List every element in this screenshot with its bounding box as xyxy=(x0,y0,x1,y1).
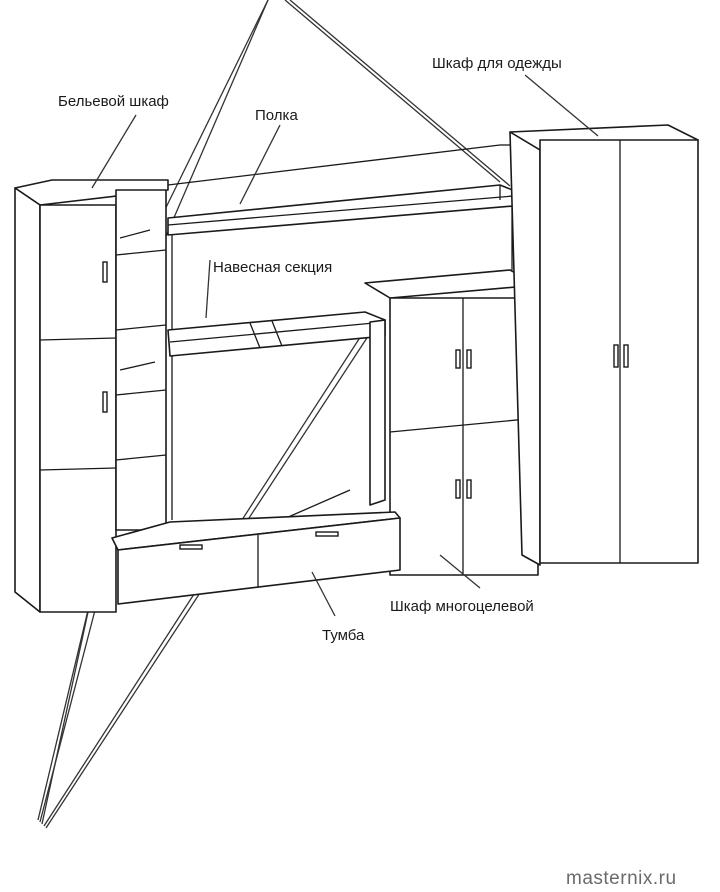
label-tv-stand: Тумба xyxy=(322,627,365,644)
niche-side xyxy=(369,319,386,506)
label-shelf: Полка xyxy=(255,107,298,124)
label-wardrobe: Шкаф для одежды xyxy=(432,55,562,72)
tv-stand xyxy=(111,511,401,605)
watermark: masternix.ru xyxy=(566,868,677,889)
multipurpose-cabinet xyxy=(364,269,539,576)
label-hanging-section: Навесная секция xyxy=(213,259,332,276)
leader-lines xyxy=(91,74,599,617)
label-multipurpose-cabinet: Шкаф многоцелевой xyxy=(390,598,534,615)
label-linen-cabinet: Бельевой шкаф xyxy=(58,93,169,110)
shelf xyxy=(167,184,526,236)
linen-cabinet xyxy=(14,179,169,613)
wardrobe xyxy=(509,124,699,566)
